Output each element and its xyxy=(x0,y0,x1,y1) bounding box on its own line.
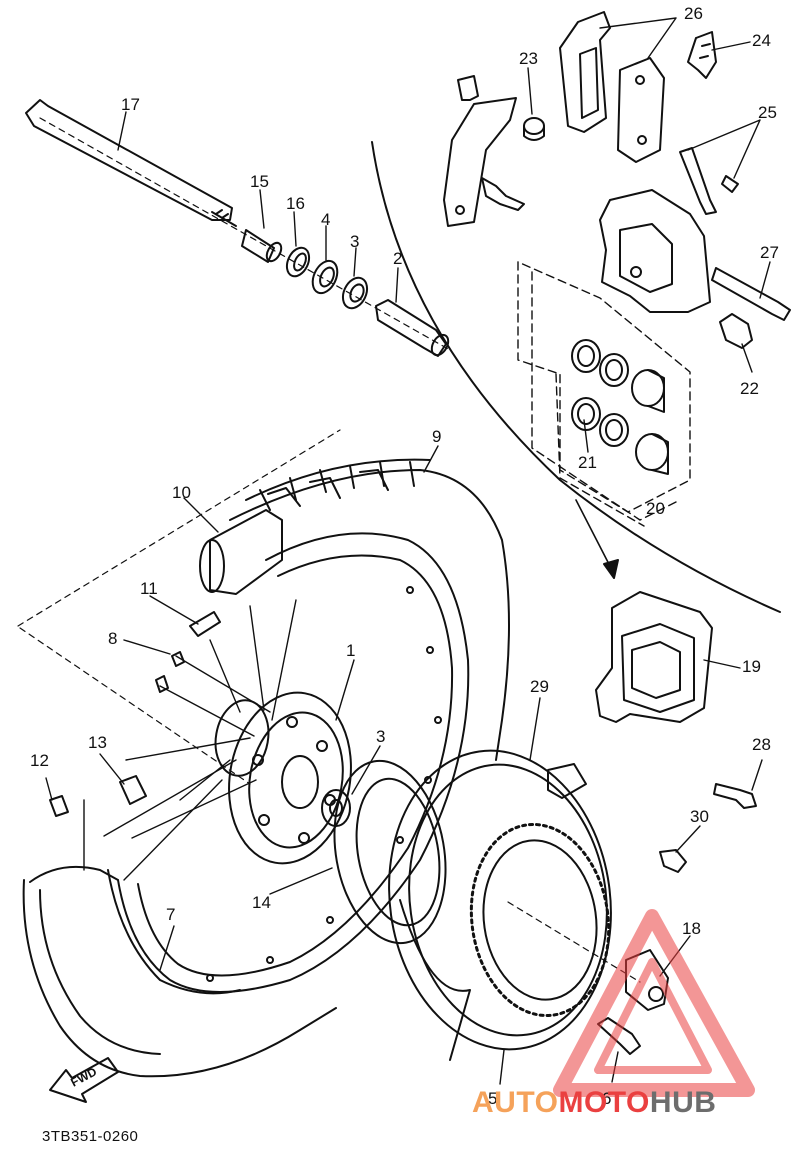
callout-2: 2 xyxy=(393,249,403,268)
caliper-mount-bolt xyxy=(719,313,753,349)
callout-16: 16 xyxy=(286,194,305,213)
callout-8: 8 xyxy=(108,629,118,648)
tire xyxy=(22,458,510,1078)
callout-3-top: 3 xyxy=(350,232,360,251)
disc-collar xyxy=(333,759,447,945)
callout-7: 7 xyxy=(166,905,176,924)
gear-bolt xyxy=(597,1017,641,1055)
watermark-triangle-icon xyxy=(553,909,755,1097)
watermark-logo: AUTOMOTOHUB xyxy=(472,1086,716,1120)
callout-5: 5 xyxy=(488,1089,498,1108)
callout-25: 25 xyxy=(758,103,777,122)
brake-pad-1 xyxy=(559,11,611,133)
spokes xyxy=(103,599,297,881)
callout-21: 21 xyxy=(578,453,597,472)
caliper-bolt xyxy=(711,267,791,321)
piston-seals xyxy=(571,339,629,447)
hub xyxy=(214,691,352,865)
callout-10: 10 xyxy=(172,483,191,502)
brake-disc xyxy=(388,749,612,1051)
callout-26: 26 xyxy=(684,4,703,23)
watermark-part-auto: AUTO xyxy=(472,1086,559,1119)
callout-20: 20 xyxy=(646,499,665,518)
bushing xyxy=(523,117,545,141)
collar xyxy=(241,229,283,263)
pad-spring xyxy=(687,31,717,79)
callout-29: 29 xyxy=(530,677,549,696)
rim-band xyxy=(107,869,241,995)
disc-bolt xyxy=(659,849,687,873)
callout-9: 9 xyxy=(432,427,442,446)
sensor-wire xyxy=(399,763,587,1061)
watermark-part-moto: MOTO xyxy=(558,1086,650,1119)
callout-18: 18 xyxy=(682,919,701,938)
axle xyxy=(25,99,237,227)
callout-11: 11 xyxy=(140,579,158,598)
speedometer-gear xyxy=(625,949,669,1011)
callout-24: 24 xyxy=(752,31,771,50)
callout-19: 19 xyxy=(742,657,761,676)
callout-28: 28 xyxy=(752,735,771,754)
callout-12: 12 xyxy=(30,751,49,770)
bearing-4 xyxy=(311,259,339,295)
tube xyxy=(199,509,283,595)
caliper-bracket xyxy=(443,75,517,227)
brake-pad-2 xyxy=(617,57,665,163)
callout-3-hub: 3 xyxy=(376,727,386,746)
diagram-code: 3TB351-0260 xyxy=(42,1128,139,1145)
watermark-part-hub: HUB xyxy=(649,1086,717,1119)
pistons xyxy=(631,369,669,475)
leader-lines xyxy=(45,17,771,1085)
callout-13: 13 xyxy=(88,733,107,752)
spoke-nipples xyxy=(119,651,185,805)
valve-cap xyxy=(49,795,69,817)
callout-23: 23 xyxy=(519,49,538,68)
callout-14: 14 xyxy=(252,893,271,912)
bearing-3 xyxy=(341,276,369,310)
callout-4: 4 xyxy=(321,210,331,229)
fwd-arrow-icon xyxy=(49,1057,119,1103)
caliper-body xyxy=(599,189,711,313)
callout-1: 1 xyxy=(346,641,356,660)
oil-seal xyxy=(285,246,311,278)
valve xyxy=(189,611,221,637)
callout-27: 27 xyxy=(760,243,779,262)
callout-6: 6 xyxy=(602,1089,612,1108)
callout-22: 22 xyxy=(740,379,759,398)
pin-bolt xyxy=(481,177,525,211)
caliper-assembly xyxy=(595,591,713,723)
callout-17: 17 xyxy=(121,95,140,114)
bleed-screw xyxy=(679,147,739,215)
caliper-assembly-bolt xyxy=(713,783,757,809)
callout-30: 30 xyxy=(690,807,709,826)
callout-15: 15 xyxy=(250,172,269,191)
